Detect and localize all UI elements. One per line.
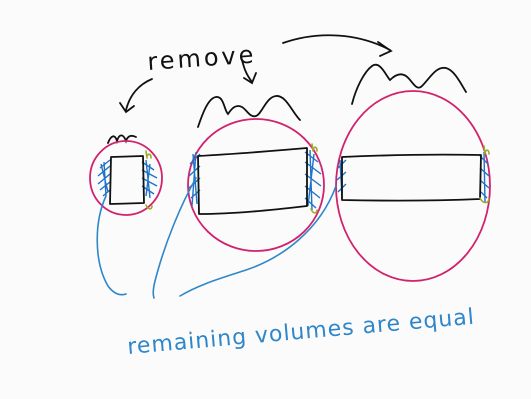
medium-top-marker [311,143,318,152]
arrowhead-large [377,41,393,57]
medium-sphere-circle [187,118,325,252]
leader-medium [152,177,197,299]
large-right-cap-shading [479,151,490,203]
small-ring-squiggle [107,134,137,145]
small-left-cap-shading [97,159,111,197]
medium-bottom-marker [310,208,318,214]
arrow-to-large-sphere [282,34,391,51]
large-bottom-marker [479,197,490,204]
leader-small [96,195,127,296]
arrows [119,34,393,114]
arrow-to-medium-sphere [241,59,253,83]
height-markers [145,143,490,214]
arrow-to-small-sphere [125,78,153,111]
medium-left-cap-shading [188,151,201,207]
arrowhead-medium [243,72,257,85]
small-cylinder [109,155,145,205]
small-top-marker [145,150,152,159]
small-sphere-circle [89,140,163,216]
medium-right-cap-shading [304,149,322,211]
removed-ring-squiggles [107,63,467,145]
large-ring-squiggle [351,63,467,105]
small-bottom-marker [145,204,153,210]
leader-lines [96,177,337,299]
leader-large [179,185,337,297]
arrowhead-small [119,102,135,114]
medium-ring-squiggle [197,95,301,128]
large-top-marker [483,145,490,155]
small-right-cap-shading [141,159,158,199]
medium-cylinder [197,147,308,215]
